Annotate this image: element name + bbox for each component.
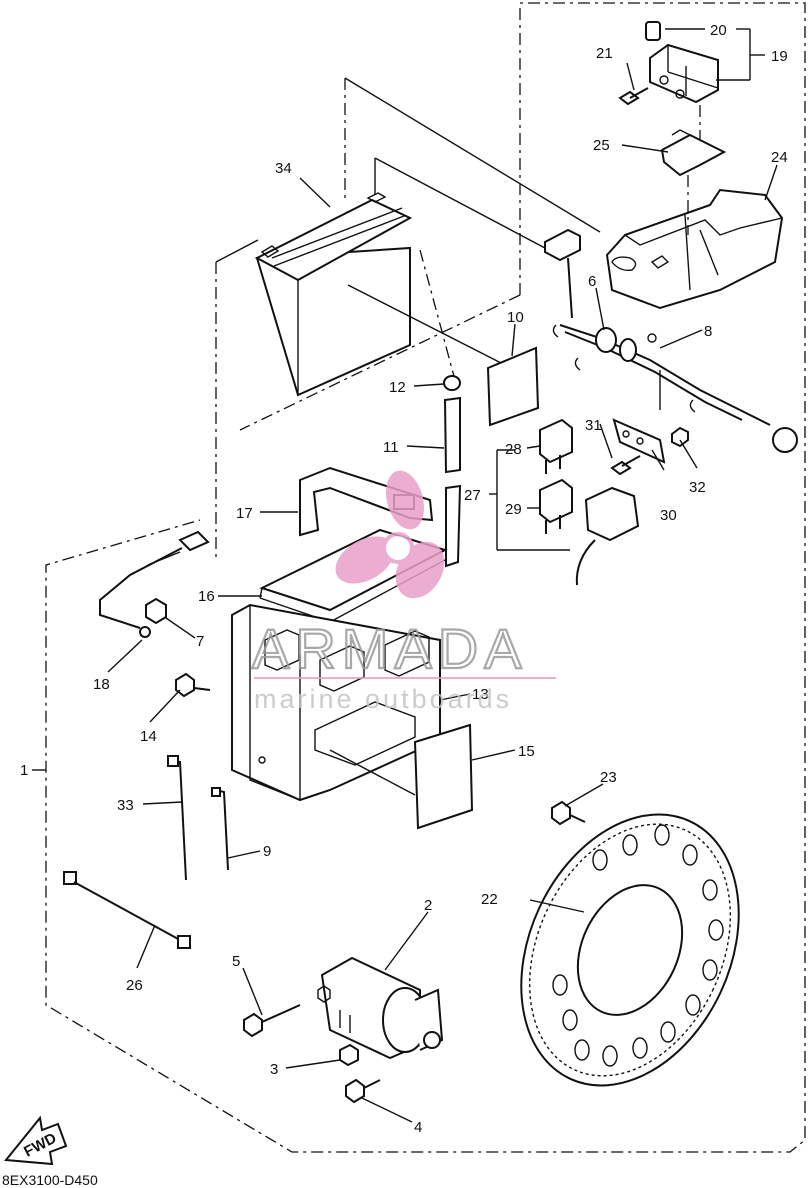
callout-20: 20	[710, 22, 727, 39]
starter-motor	[317, 956, 444, 1060]
callout-29: 29	[505, 501, 522, 518]
lead-26	[63, 871, 191, 949]
callout-12: 12	[389, 379, 406, 396]
callout-10: 10	[507, 309, 524, 326]
callout-2: 2	[424, 897, 432, 914]
callout-18: 18	[93, 676, 110, 693]
callout-1: 1	[20, 762, 28, 779]
callout-23: 23	[600, 769, 617, 786]
callout-7: 7	[196, 633, 204, 650]
watermark-brand: ARMADA	[252, 617, 528, 680]
cushion-plate	[486, 346, 540, 427]
callout-15: 15	[518, 743, 535, 760]
fuse-bracket	[610, 418, 689, 476]
callout-27: 27	[464, 487, 481, 504]
diagram-code: 8EX3100-D450	[2, 1172, 98, 1188]
starter-fasteners	[243, 1004, 381, 1104]
callout-26: 26	[126, 977, 143, 994]
breather-hose	[443, 375, 462, 568]
callout-24: 24	[771, 149, 788, 166]
leader-lines	[32, 28, 778, 1123]
callout-4: 4	[414, 1119, 422, 1136]
bolt-21	[618, 87, 649, 106]
callout-labels: 1 2 3 4 5 6 7 8 9 10 11 12 13 14 15 16 1…	[20, 22, 788, 1136]
callout-28: 28	[505, 441, 522, 458]
bolt-23	[551, 800, 586, 826]
callout-9: 9	[263, 843, 271, 860]
callout-13: 13	[472, 686, 489, 703]
fuses	[496, 418, 640, 586]
bolt-14	[175, 672, 211, 698]
callout-19: 19	[771, 48, 788, 65]
callout-22: 22	[481, 891, 498, 908]
battery	[215, 77, 601, 560]
callout-30: 30	[660, 507, 677, 524]
starter-gear	[520, 813, 740, 1087]
plate-15	[329, 723, 474, 830]
assembly-boundary	[45, 2, 806, 1153]
callout-11: 11	[383, 439, 399, 456]
callout-21: 21	[596, 45, 613, 62]
battery-lead	[544, 228, 798, 453]
callout-25: 25	[593, 137, 610, 154]
cable-ties	[167, 755, 229, 881]
callout-16: 16	[198, 588, 215, 605]
callout-5: 5	[232, 953, 240, 970]
watermark-tagline: marine outboards	[254, 684, 512, 714]
callout-3: 3	[270, 1061, 278, 1078]
callout-34: 34	[275, 160, 292, 177]
battery-box	[231, 603, 441, 802]
starter-relay	[645, 21, 719, 104]
watermark: ARMADA marine outboards	[251, 470, 556, 714]
propeller-logo-icon	[335, 470, 445, 599]
callout-17: 17	[236, 505, 253, 522]
callout-33: 33	[117, 797, 134, 814]
callout-8: 8	[704, 323, 712, 340]
ground-lead	[99, 530, 210, 638]
callout-32: 32	[689, 479, 706, 496]
callout-6: 6	[588, 273, 596, 290]
fuse-box	[605, 188, 784, 310]
relay-bracket	[660, 105, 727, 235]
fwd-arrow-icon: FWD	[4, 1115, 68, 1166]
callout-14: 14	[140, 728, 157, 745]
callout-31: 31	[585, 417, 602, 434]
